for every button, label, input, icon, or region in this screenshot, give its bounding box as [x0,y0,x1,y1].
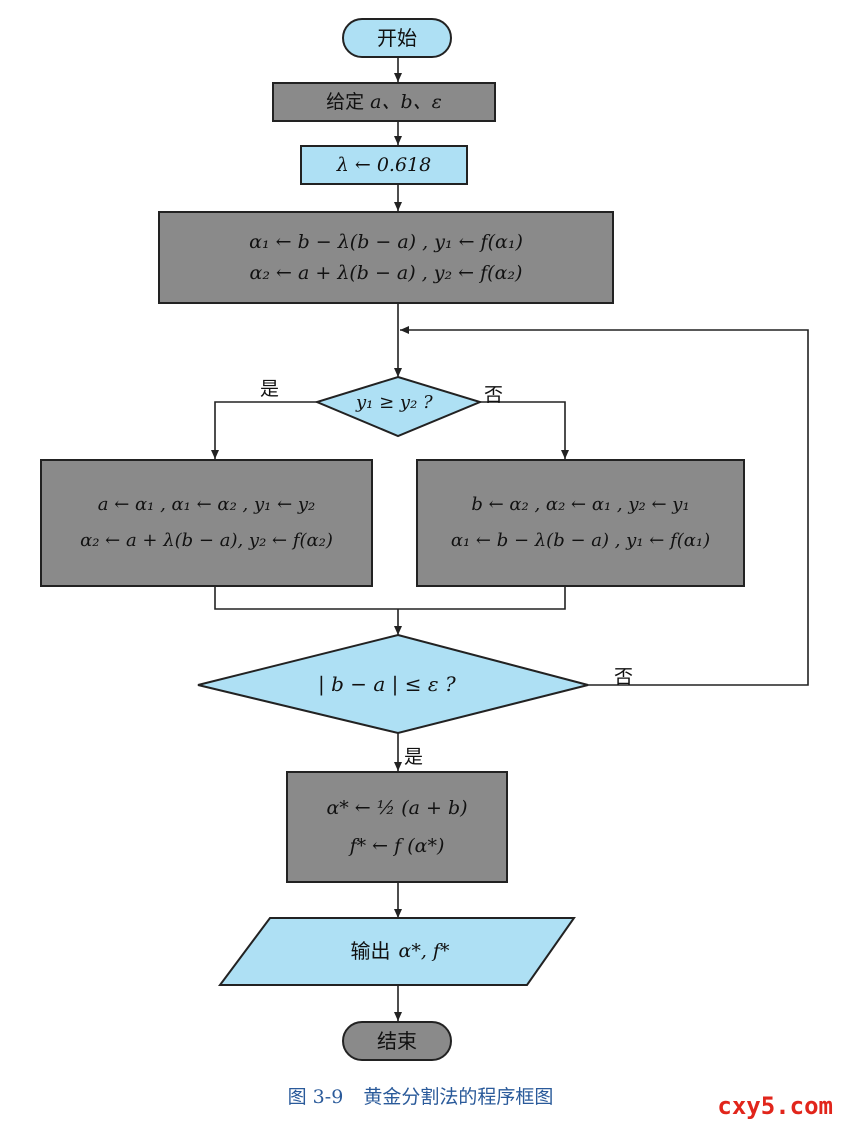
output-label: 输出 [350,939,391,963]
branch-no-right [480,401,569,459]
output-vars: α*, f* [398,939,450,962]
decision-y1-y2 [314,375,483,438]
right-line-1: b ← α₂ , α₂ ← α₁ , y₂ ← y₁ [471,494,690,515]
output-content: 输出 α*, f* [260,930,540,972]
figure-caption: 图 3-9 黄金分割法的程序框图 [0,1082,841,1109]
start-terminator: 开始 [342,18,452,58]
left-line-1: a ← α₁ , α₁ ← α₂ , y₁ ← y₂ [97,494,316,515]
decision-convergence [197,633,589,735]
no-label-1: 否 [484,384,504,406]
end-label: 结束 [377,1029,417,1053]
lambda-assign: λ ← 0.618 [336,153,432,176]
output-parallelogram [218,917,576,986]
init-line-2: α₂ ← a + λ(b − a) , y₂ ← f(α₂) [249,261,523,284]
left-branch-box: a ← α₁ , α₁ ← α₂ , y₁ ← y₂ α₂ ← a + λ(b … [40,459,373,587]
decision2-text: | b − a | ≤ ε ? [318,672,456,696]
lambda-box: λ ← 0.618 [300,145,468,185]
end-terminator: 结束 [342,1021,452,1061]
site-watermark: cxy5.com [717,1092,833,1120]
figure-title: 黄金分割法的程序框图 [363,1086,554,1108]
figure-number: 图 3-9 [287,1086,344,1108]
input-box: 给定 a、b、ε [272,82,496,122]
result-line-2: f* ← f (α*) [349,835,445,857]
left-line-2: α₂ ← a + λ(b − a), y₂ ← f(α₂) [80,530,333,551]
result-line-1: α* ← ½ (a + b) [326,797,468,819]
merge-connector [214,587,566,610]
no-label-2: 否 [614,666,634,688]
yes-label-2: 是 [404,746,424,768]
init-box: α₁ ← b − λ(b − a) , y₁ ← f(α₁) α₂ ← a + … [158,211,614,304]
init-line-1: α₁ ← b − λ(b − a) , y₁ ← f(α₁) [249,231,523,254]
result-box: α* ← ½ (a + b) f* ← f (α*) [286,771,508,883]
loop-back-connector [400,326,809,686]
input-label: 给定 [326,90,365,113]
start-label: 开始 [377,26,417,50]
yes-label-1: 是 [260,378,280,400]
branch-yes-left [211,401,317,459]
input-vars: a、b、ε [370,90,442,113]
decision1-text: y₁ ≥ y₂ ? [356,392,433,413]
right-branch-box: b ← α₂ , α₂ ← α₁ , y₂ ← y₁ α₁ ← b − λ(b … [416,459,745,587]
right-line-2: α₁ ← b − λ(b − a) , y₁ ← f(α₁) [450,530,711,551]
